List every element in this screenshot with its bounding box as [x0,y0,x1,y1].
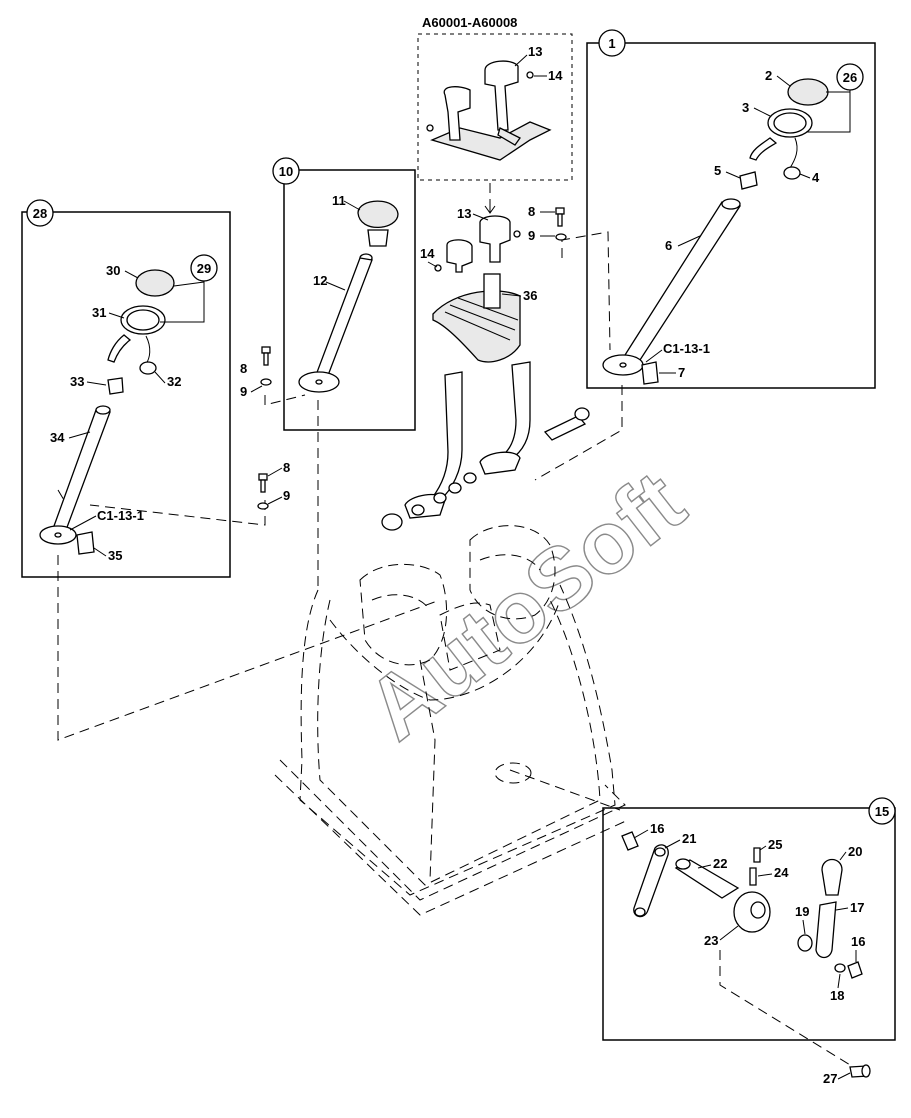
lever-assembly-1 [602,78,829,385]
part-number-p7: 7 [678,365,685,380]
part-number-p2: 2 [765,68,772,83]
part-number-p9a: 9 [528,228,535,243]
part-number-p30: 30 [106,263,120,278]
part-number-p22: 22 [713,856,727,871]
part-number-p6: 6 [665,238,672,253]
watermark: AutoSoft [348,452,702,759]
part-number-p27: 27 [823,1071,837,1086]
box-28 [21,211,231,578]
lever-brackets [381,361,590,531]
part-number-p33: 33 [70,374,84,389]
part-number-p13b: 13 [457,206,471,221]
bolt-washer-center [555,207,567,241]
part-number-p4: 4 [812,170,820,185]
grip-assembly-top [426,60,552,161]
group-box-a60001 [417,33,573,181]
bolt-washer-lower [257,473,269,510]
part-number-p35: 35 [108,548,122,563]
part-number-p8a: 8 [528,204,535,219]
box-1 [586,42,876,389]
callout-number-c26: 26 [843,70,857,85]
part-number-p32: 32 [167,374,181,389]
pedal-linkage-15 [621,831,871,1078]
callout-number-c29: 29 [197,261,211,276]
part-number-p9b: 9 [240,384,247,399]
part-number-p16a: 16 [650,821,664,836]
part-number-p17: 17 [850,900,864,915]
callout-number-c10: 10 [279,164,293,179]
callout-28 [26,199,54,227]
part-number-p11: 11 [332,193,346,208]
group-label: A60001-A60008 [422,15,517,30]
callout-number-c1: 1 [608,36,615,51]
bolt-washer-mid [260,346,272,386]
part-number-p21: 21 [682,831,696,846]
lever-assembly-10 [298,200,399,393]
part-number-p9c: 9 [283,488,290,503]
box-10 [283,169,416,431]
callout-number-c15: 15 [875,804,889,819]
part-number-p24: 24 [774,865,789,880]
callout-number-c28: 28 [33,206,47,221]
part-number-p8c: 8 [283,460,290,475]
part-number-p13a: 13 [528,44,542,59]
callout-15 [868,797,896,825]
callout-1 [598,29,626,57]
callout-10 [272,157,300,185]
part-number-p31: 31 [92,305,106,320]
part-number-p25: 25 [768,837,782,852]
part-number-p23: 23 [704,933,718,948]
connector-label-left: C1-13-1 [97,508,144,523]
grip-assembly-center [432,215,521,363]
lever-assembly-28 [39,269,175,555]
part-number-p20: 20 [848,844,862,859]
connector-label-right: C1-13-1 [663,341,710,356]
part-number-p36: 36 [523,288,537,303]
part-number-p14b: 14 [420,246,435,261]
box-15 [602,807,896,1041]
part-number-p5: 5 [714,163,721,178]
part-number-p34: 34 [50,430,65,445]
part-number-p14a: 14 [548,68,563,83]
part-number-p3: 3 [742,100,749,115]
part-number-p12: 12 [313,273,327,288]
part-number-p16b: 16 [851,934,865,949]
console-housing [274,525,629,916]
part-number-p8b: 8 [240,361,247,376]
assembly-lines [57,183,856,1069]
part-number-p18: 18 [830,988,844,1003]
part-number-p19: 19 [795,904,809,919]
